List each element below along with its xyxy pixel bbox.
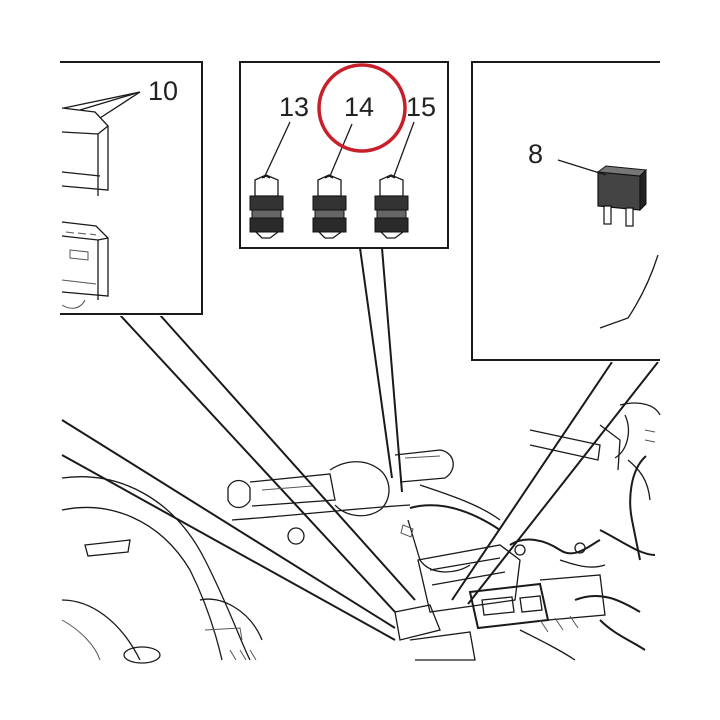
connector-detail-panel (239, 61, 449, 249)
callout-14: 14 (344, 92, 374, 122)
callout-13: 13 (279, 92, 309, 122)
fuse-8 (596, 165, 648, 227)
motorcycle-assembly-drawing (61, 402, 661, 664)
callout-8: 8 (528, 139, 543, 169)
relay-detail-panel (60, 60, 206, 316)
highlight-circle-14 (317, 63, 407, 153)
connector-15 (374, 174, 409, 239)
fuse-callout-leader (557, 159, 607, 176)
connector-callout-leaders (263, 121, 415, 179)
leader-lines (61, 247, 659, 641)
callout-15: 15 (406, 92, 436, 122)
connector-13 (249, 174, 284, 239)
relay-callout-leaders (63, 91, 141, 119)
connector-14 (312, 174, 347, 239)
callout-10: 10 (148, 76, 178, 106)
